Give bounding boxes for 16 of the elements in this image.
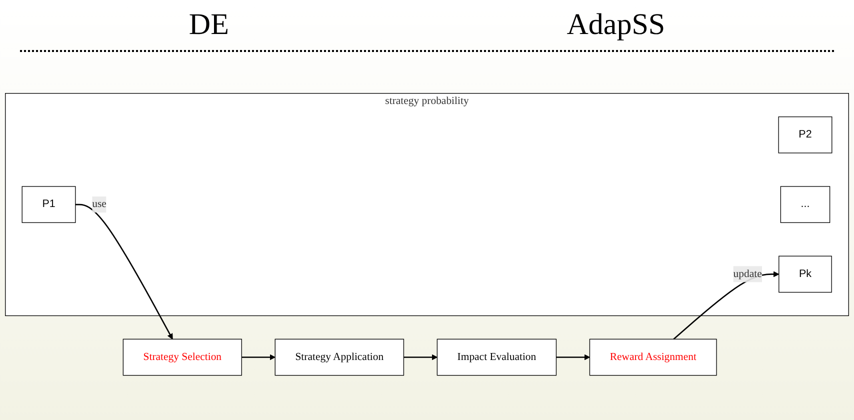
node-box: Impact Evaluation bbox=[436, 338, 557, 376]
node-box: P2 bbox=[778, 116, 832, 154]
node-box: Pk bbox=[778, 256, 832, 293]
node-box: ... bbox=[780, 186, 830, 224]
arrow bbox=[404, 354, 438, 360]
node-box: P1 bbox=[22, 186, 76, 224]
node-box: Strategy Selection bbox=[122, 338, 242, 376]
column-heading: DE bbox=[188, 8, 229, 42]
arrow bbox=[75, 204, 173, 340]
node-box: Strategy Application bbox=[274, 338, 404, 376]
column-heading: AdapSS bbox=[566, 8, 666, 42]
node-box: Reward Assignment bbox=[589, 338, 717, 376]
arrow bbox=[556, 354, 590, 360]
arrow bbox=[242, 354, 276, 360]
edge-label: update bbox=[733, 268, 762, 280]
edge-label: use bbox=[92, 198, 106, 210]
